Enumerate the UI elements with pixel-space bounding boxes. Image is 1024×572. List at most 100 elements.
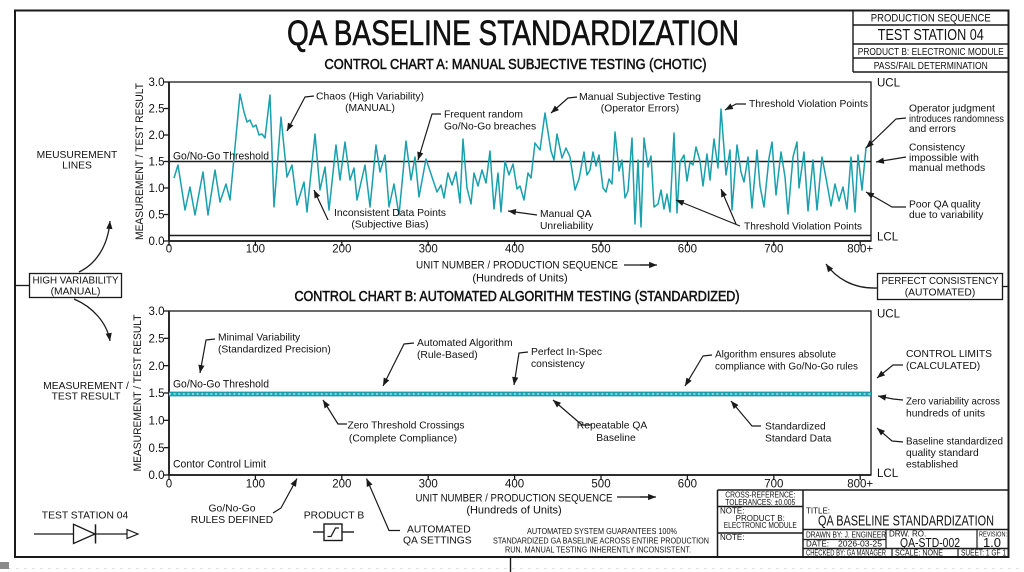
- svg-text:Baseline: Baseline: [596, 433, 636, 444]
- svg-text:NOTE:: NOTE:: [720, 506, 744, 515]
- svg-text:QA BASELINE STANDARDIZATION: QA BASELINE STANDARDIZATION: [818, 514, 994, 530]
- svg-text:TEST STATION 04: TEST STATION 04: [42, 511, 129, 522]
- svg-text:600: 600: [678, 479, 697, 491]
- svg-text:TEST RESULT: TEST RESULT: [52, 392, 122, 403]
- svg-text:Zero Threshold Crossings: Zero Threshold Crossings: [348, 421, 465, 432]
- svg-text:AUTOMATED: AUTOMATED: [407, 525, 471, 536]
- svg-text:(AUTOMATED): (AUTOMATED): [905, 288, 976, 299]
- svg-text:Algorithm ensures absolute: Algorithm ensures absolute: [715, 350, 836, 361]
- svg-text:HIGH VARIABILITY: HIGH VARIABILITY: [33, 276, 119, 287]
- svg-text:Poor QA quality: Poor QA quality: [909, 200, 981, 211]
- svg-text:MEASUREMENT /: MEASUREMENT /: [43, 381, 129, 392]
- svg-text:0: 0: [166, 244, 172, 256]
- svg-text:SUEET: 1 GF 1: SUEET: 1 GF 1: [961, 548, 1006, 557]
- svg-text:700: 700: [764, 479, 783, 491]
- svg-text:200: 200: [332, 479, 351, 491]
- svg-text:CHECKED BY: GA MANAGER: CHECKED BY: GA MANAGER: [806, 548, 886, 557]
- svg-text:PASS/FAIL DETERMINATION: PASS/FAIL DETERMINATION: [874, 61, 988, 72]
- svg-text:QA SETTINGS: QA SETTINGS: [403, 536, 472, 547]
- svg-text:Chaos (High Variability): Chaos (High Variability): [316, 92, 424, 103]
- svg-text:LINES: LINES: [62, 161, 92, 172]
- svg-text:Operator judgment: Operator judgment: [909, 104, 995, 115]
- svg-text:2.0: 2.0: [149, 130, 165, 142]
- svg-text:0: 0: [166, 479, 172, 491]
- svg-text:100: 100: [246, 479, 265, 491]
- svg-text:Standard Data: Standard Data: [765, 434, 832, 445]
- svg-text:compliance with Go/No-Go rules: compliance with Go/No-Go rules: [715, 362, 858, 373]
- svg-text:800+: 800+: [847, 479, 873, 491]
- svg-text:STANDARDIZED GA BASELINE ACROS: STANDARDIZED GA BASELINE ACROSS ENTIRE P…: [493, 535, 709, 545]
- svg-text:0.5: 0.5: [149, 443, 165, 455]
- svg-text:MEASUREMENT / TEST RESULT: MEASUREMENT / TEST RESULT: [134, 83, 146, 240]
- svg-text:1.0: 1.0: [149, 415, 165, 427]
- svg-text:(Hundreds of Units): (Hundreds of Units): [472, 273, 567, 285]
- svg-text:600: 600: [678, 244, 697, 256]
- svg-text:consistency: consistency: [531, 359, 586, 370]
- svg-text:AUTOMATED SYSTEM GUARANTEES 10: AUTOMATED SYSTEM GUARANTEES 100%: [527, 526, 678, 536]
- svg-text:1.5: 1.5: [149, 157, 165, 169]
- svg-text:Threshold Violation Points: Threshold Violation Points: [749, 99, 868, 110]
- svg-text:Go/No-Go: Go/No-Go: [209, 504, 256, 515]
- svg-text:REVISION:: REVISION:: [979, 530, 1007, 539]
- svg-text:CONTROL LIMITS: CONTROL LIMITS: [906, 349, 992, 360]
- svg-text:400: 400: [505, 244, 524, 256]
- svg-text:Go/No-Go breaches: Go/No-Go breaches: [444, 122, 536, 133]
- svg-text:UCL: UCL: [877, 309, 901, 321]
- svg-text:(MANUAL): (MANUAL): [51, 287, 101, 298]
- svg-text:DRW. RO.: DRW. RO.: [889, 530, 926, 539]
- svg-text:3.0: 3.0: [149, 306, 165, 318]
- svg-text:2.0: 2.0: [149, 361, 165, 373]
- svg-text:(Hundreds of Units): (Hundreds of Units): [466, 505, 561, 517]
- svg-text:RULES DEFINED: RULES DEFINED: [191, 515, 273, 526]
- svg-text:(Rule-Based): (Rule-Based): [417, 350, 478, 361]
- svg-text:0.0: 0.0: [149, 236, 165, 248]
- svg-text:Unreliability: Unreliability: [540, 221, 594, 232]
- svg-text:Manual QA: Manual QA: [540, 209, 592, 220]
- svg-text:Repeatable QA: Repeatable QA: [577, 421, 648, 432]
- svg-text:UNIT NUMBER / PRODUCTION SEQUE: UNIT NUMBER / PRODUCTION SEQUENCE: [416, 493, 613, 505]
- svg-text:800+: 800+: [847, 244, 873, 256]
- svg-text:impossible with: impossible with: [909, 153, 979, 164]
- svg-text:PERFECT CONSISTENCY: PERFECT CONSISTENCY: [882, 276, 999, 287]
- svg-text:300: 300: [419, 479, 438, 491]
- svg-text:DATE:: DATE:: [806, 540, 829, 549]
- svg-text:ELECTRONIC MODULE: ELECTRONIC MODULE: [724, 521, 797, 530]
- svg-text:hundreds of units: hundreds of units: [906, 409, 985, 420]
- svg-text:100: 100: [246, 244, 265, 256]
- svg-text:300: 300: [419, 244, 438, 256]
- svg-text:and errors: and errors: [909, 124, 956, 135]
- svg-text:Frequent random: Frequent random: [444, 110, 523, 121]
- svg-text:LCL: LCL: [877, 232, 899, 244]
- svg-text:(Standardized Precision): (Standardized Precision): [218, 345, 331, 356]
- svg-text:Perfect In-Spec: Perfect In-Spec: [531, 347, 602, 358]
- svg-text:2.5: 2.5: [149, 104, 165, 116]
- svg-text:PRODUCT B:: PRODUCT B:: [736, 514, 785, 523]
- svg-text:CROSS-REFERENCE:: CROSS-REFERENCE:: [725, 491, 795, 500]
- svg-text:TOLERANCES: ±0.005: TOLERANCES: ±0.005: [725, 498, 796, 507]
- svg-text:PRODUCTION SEQUENCE: PRODUCTION SEQUENCE: [871, 12, 991, 24]
- svg-text:Manual Subjective Testing: Manual Subjective Testing: [579, 92, 701, 103]
- svg-text:(Complete Compliance): (Complete Compliance): [349, 434, 457, 445]
- svg-text:1.0: 1.0: [983, 535, 1001, 550]
- svg-text:TITLE:: TITLE:: [806, 506, 830, 515]
- svg-text:Zero variability across: Zero variability across: [906, 397, 1000, 408]
- svg-text:PRODUCT B: ELECTRONIC MODULE: PRODUCT B: ELECTRONIC MODULE: [858, 47, 1004, 58]
- svg-text:QA BASELINE STANDARDIZATION: QA BASELINE STANDARDIZATION: [287, 14, 739, 53]
- svg-text:UNIT NUMBER / PRODUCTION SEQUE: UNIT NUMBER / PRODUCTION SEQUENCE: [416, 260, 618, 272]
- svg-text:500: 500: [591, 479, 610, 491]
- svg-text:1.5: 1.5: [149, 388, 165, 400]
- svg-text:quality standard: quality standard: [906, 448, 979, 459]
- svg-text:0.5: 0.5: [149, 210, 165, 222]
- svg-text:DRAWN BY: J. ENGINEER: DRAWN BY: J. ENGINEER: [806, 530, 886, 539]
- svg-text:MEUSUREMENT: MEUSUREMENT: [37, 150, 118, 161]
- svg-text:200: 200: [332, 244, 351, 256]
- svg-text:established: established: [906, 460, 958, 471]
- svg-text:CONTROL CHART B: AUTOMATED ALG: CONTROL CHART B: AUTOMATED ALGORITHM TES…: [295, 289, 740, 305]
- svg-text:PRODUCT B: PRODUCT B: [304, 511, 365, 522]
- svg-text:introduces randomness: introduces randomness: [909, 114, 1004, 125]
- svg-text:Go/No-Go Threshold: Go/No-Go Threshold: [173, 379, 269, 391]
- svg-text:500: 500: [591, 244, 610, 256]
- svg-text:3.0: 3.0: [149, 77, 165, 89]
- svg-text:700: 700: [764, 244, 783, 256]
- svg-text:0.0: 0.0: [149, 470, 165, 482]
